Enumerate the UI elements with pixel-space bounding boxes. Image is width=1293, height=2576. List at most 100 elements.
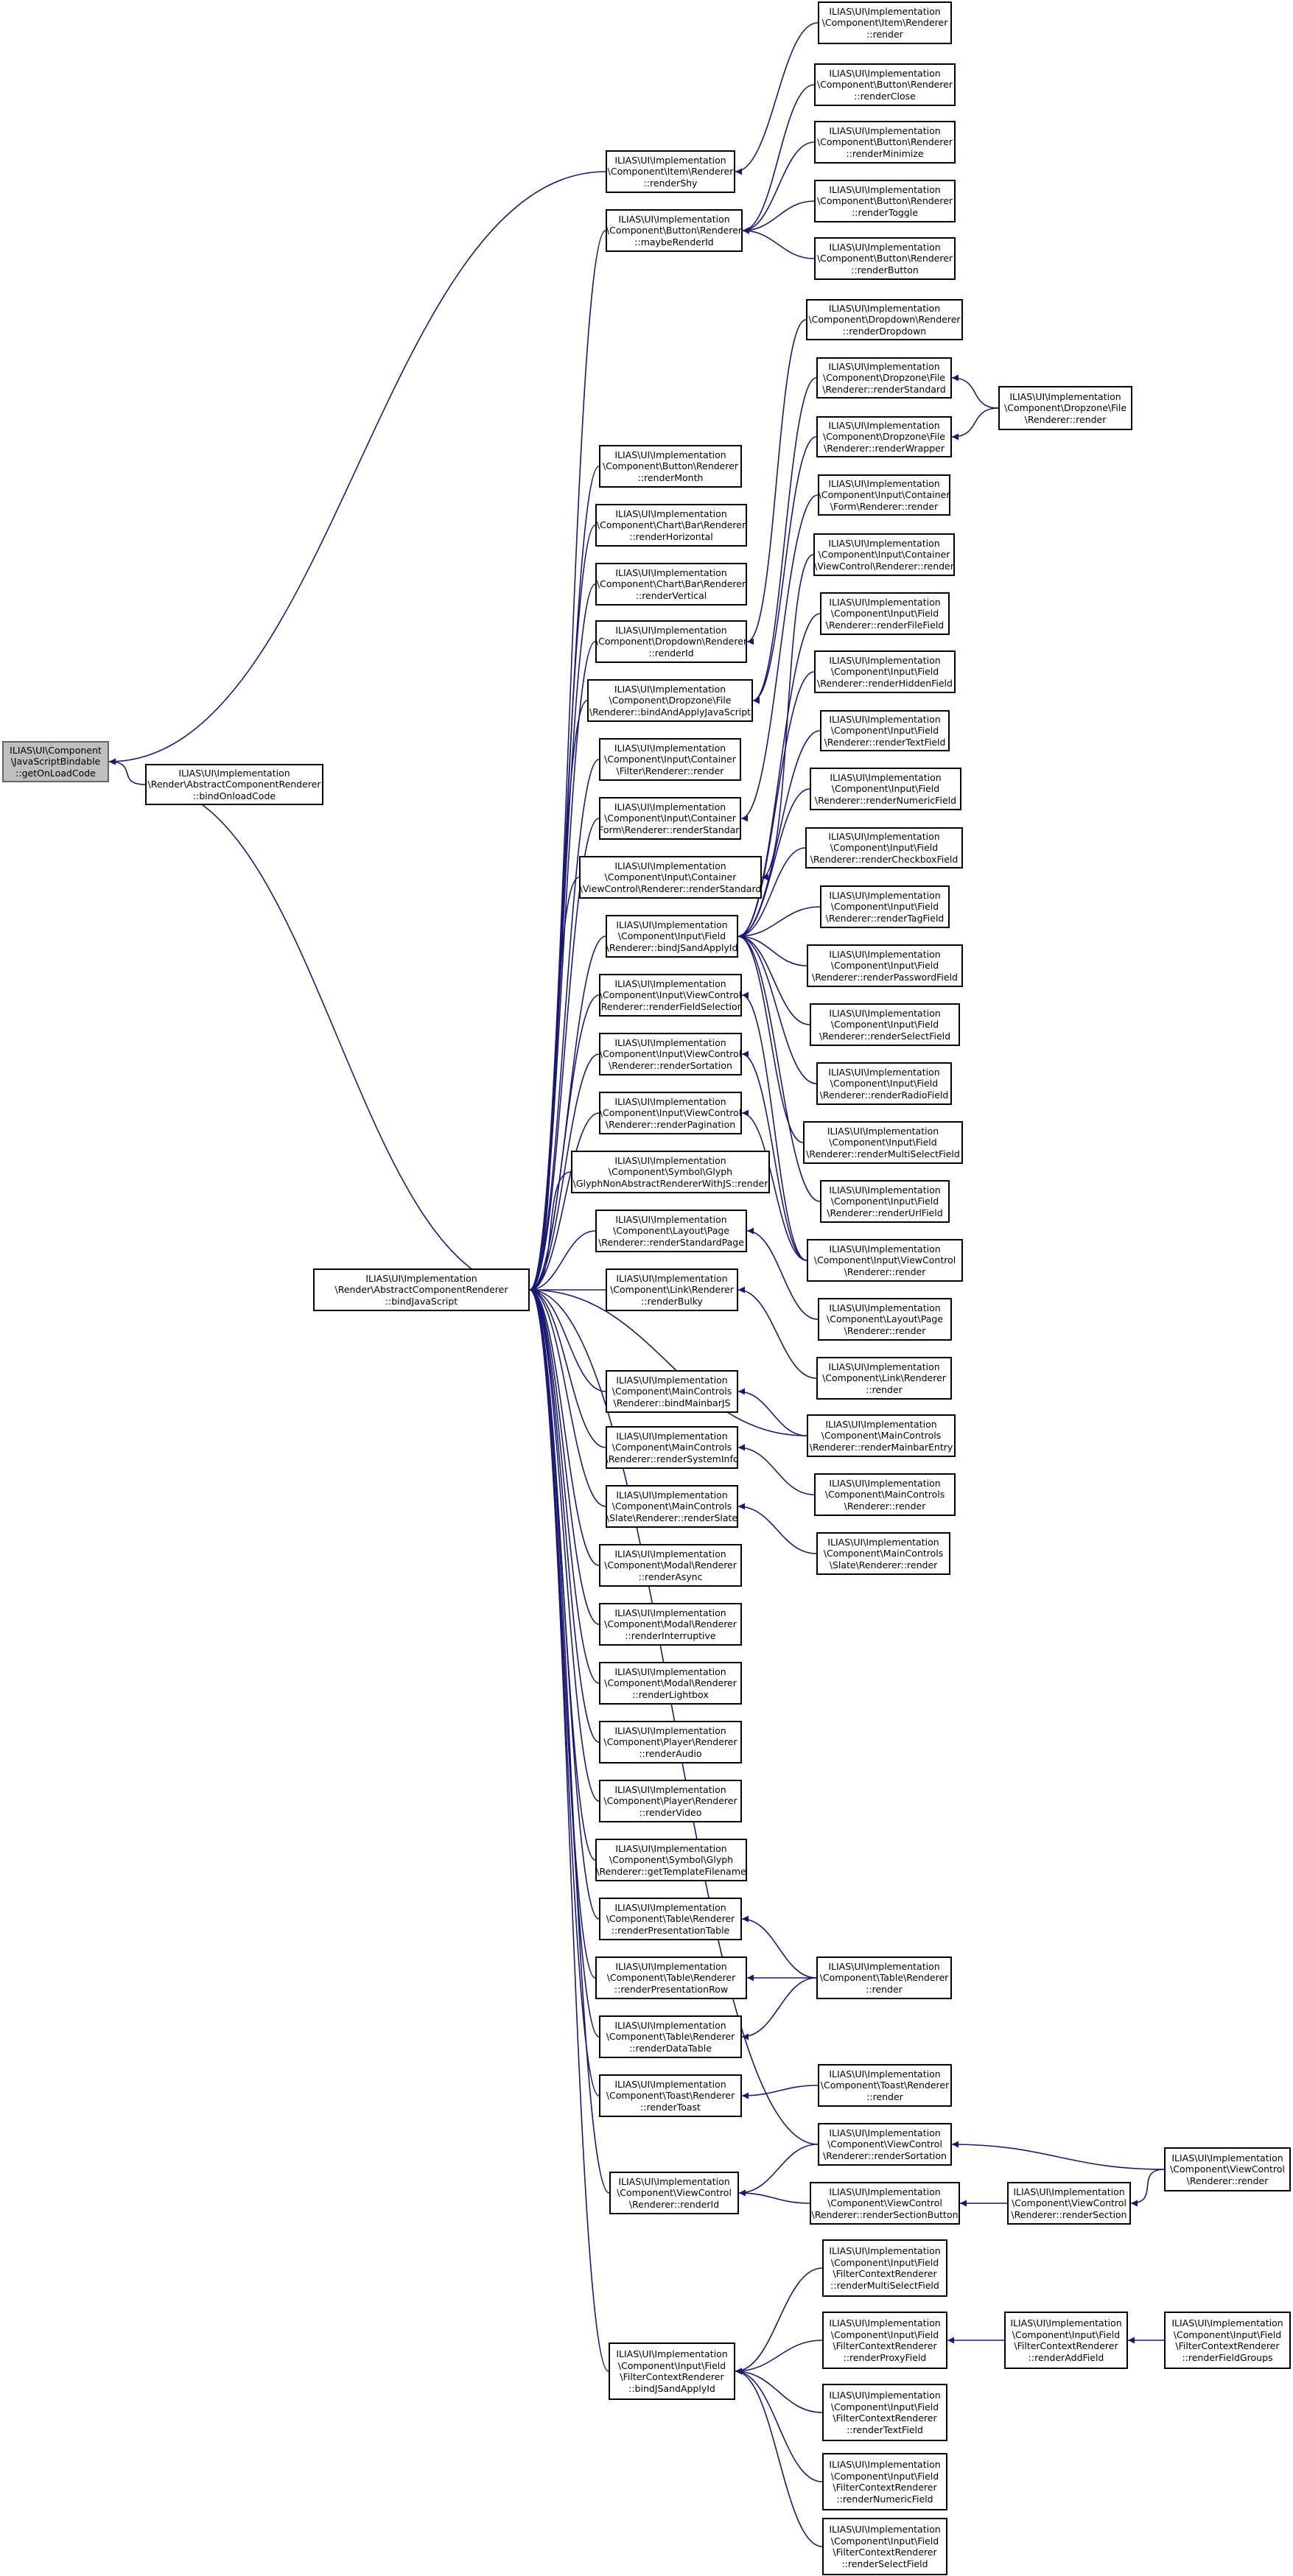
graph-node-n48[interactable]: ILIAS\UI\Implementation \Component\MainC… xyxy=(606,1370,738,1413)
graph-node-n49[interactable]: ILIAS\UI\Implementation \Component\MainC… xyxy=(606,1426,738,1469)
edge-n3-to-n2 xyxy=(735,22,819,175)
graph-node-n11[interactable]: ILIAS\UI\Implementation \Component\Dropz… xyxy=(998,386,1132,430)
graph-node-n74[interactable]: ILIAS\UI\Implementation \Component\Input… xyxy=(822,2453,947,2510)
graph-node-n60[interactable]: ILIAS\UI\Implementation \Component\Table… xyxy=(599,2015,742,2058)
graph-node-n30[interactable]: ILIAS\UI\Implementation \Component\MainC… xyxy=(814,1473,956,1516)
graph-node-n52[interactable]: ILIAS\UI\Implementation \Component\Modal… xyxy=(599,1603,742,1646)
edge-n38-to-n46 xyxy=(529,818,600,1294)
edge-n62-to-n61 xyxy=(741,2085,819,2099)
edge-n60-to-n46 xyxy=(529,1286,600,2038)
graph-node-n39[interactable]: ILIAS\UI\Implementation \Component\Input… xyxy=(579,856,762,899)
graph-node-n67[interactable]: ILIAS\UI\Implementation \Component\ViewC… xyxy=(1007,2182,1131,2225)
graph-node-n9[interactable]: ILIAS\UI\Implementation \Component\Dropd… xyxy=(806,299,963,340)
edge-n53-to-n46 xyxy=(529,1286,600,1684)
graph-node-n68[interactable]: ILIAS\UI\Implementation \Component\Input… xyxy=(822,2239,947,2297)
graph-node-n21[interactable]: ILIAS\UI\Implementation \Component\Input… xyxy=(807,944,963,987)
graph-node-n32[interactable]: ILIAS\UI\Implementation \Component\Butto… xyxy=(599,445,742,488)
graph-node-n2[interactable]: ILIAS\UI\Implementation \Component\Item\… xyxy=(606,150,735,193)
graph-node-n10[interactable]: ILIAS\UI\Implementation \Component\Dropz… xyxy=(816,357,952,399)
graph-node-n28[interactable]: ILIAS\UI\Implementation \Component\Link\… xyxy=(816,1357,952,1400)
graph-node-n12[interactable]: ILIAS\UI\Implementation \Component\Dropz… xyxy=(816,416,952,457)
graph-node-n69[interactable]: ILIAS\UI\Implementation \Component\Input… xyxy=(822,2312,947,2369)
edge-n55-to-n46 xyxy=(529,1286,600,1802)
graph-node-n8[interactable]: ILIAS\UI\Implementation \Component\Butto… xyxy=(814,237,956,280)
edge-n31-to-n50 xyxy=(737,1503,817,1554)
graph-node-n19[interactable]: ILIAS\UI\Implementation \Component\Input… xyxy=(805,827,963,868)
edge-n18-to-n40 xyxy=(737,788,810,940)
graph-node-n26[interactable]: ILIAS\UI\Implementation \Component\Input… xyxy=(807,1239,963,1282)
graph-node-n57[interactable]: ILIAS\UI\Implementation \Component\Table… xyxy=(599,1898,742,1940)
graph-node-n40[interactable]: ILIAS\UI\Implementation \Component\Input… xyxy=(606,915,738,958)
graph-node-n42[interactable]: ILIAS\UI\Implementation \Component\Input… xyxy=(599,1033,742,1075)
graph-node-n15[interactable]: ILIAS\UI\Implementation \Component\Input… xyxy=(820,592,950,635)
edge-n16-to-n40 xyxy=(737,671,815,940)
graph-node-n63[interactable]: ILIAS\UI\Implementation \Component\ViewC… xyxy=(818,2123,952,2166)
graph-node-n65[interactable]: ILIAS\UI\Implementation \Component\ViewC… xyxy=(609,2172,739,2214)
edge-n66-to-n65 xyxy=(738,2189,810,2204)
graph-node-n59[interactable]: ILIAS\UI\Implementation \Component\Table… xyxy=(816,1956,952,1999)
graph-node-n55[interactable]: ILIAS\UI\Implementation \Component\Playe… xyxy=(599,1780,742,1822)
graph-node-n61[interactable]: ILIAS\UI\Implementation \Component\Toast… xyxy=(599,2074,742,2117)
graph-node-n46[interactable]: ILIAS\UI\Implementation \Render\Abstract… xyxy=(313,1268,530,1311)
graph-node-n73[interactable]: ILIAS\UI\Implementation \Component\Input… xyxy=(822,2384,947,2441)
edge-n74-to-n72 xyxy=(735,2368,823,2482)
graph-node-n1[interactable]: ILIAS\UI\Implementation \Render\Abstract… xyxy=(145,764,323,805)
graph-node-n44[interactable]: ILIAS\UI\Implementation \Component\Symbo… xyxy=(571,1151,770,1193)
edge-n42-to-n46 xyxy=(529,1053,600,1294)
graph-node-n35[interactable]: ILIAS\UI\Implementation \Component\Dropd… xyxy=(595,620,747,663)
graph-node-n16[interactable]: ILIAS\UI\Implementation \Component\Input… xyxy=(814,650,956,693)
graph-node-n37[interactable]: ILIAS\UI\Implementation \Component\Input… xyxy=(599,738,741,781)
edge-n50-to-n46 xyxy=(529,1286,606,1507)
edge-n63-to-n65 xyxy=(738,2144,819,2197)
graph-node-n64[interactable]: ILIAS\UI\Implementation \Component\ViewC… xyxy=(1164,2147,1291,2191)
graph-node-n58[interactable]: ILIAS\UI\Implementation \Component\Table… xyxy=(595,1956,747,1999)
edge-n7-to-n4 xyxy=(742,200,815,234)
graph-node-n33[interactable]: ILIAS\UI\Implementation \Component\Chart… xyxy=(595,504,747,547)
graph-node-n20[interactable]: ILIAS\UI\Implementation \Component\Input… xyxy=(820,885,950,928)
graph-node-n34[interactable]: ILIAS\UI\Implementation \Component\Chart… xyxy=(595,563,747,606)
graph-node-n53[interactable]: ILIAS\UI\Implementation \Component\Modal… xyxy=(599,1662,742,1705)
edge-n49-to-n46 xyxy=(529,1286,606,1448)
graph-node-n17[interactable]: ILIAS\UI\Implementation \Component\Input… xyxy=(820,710,950,751)
graph-node-n4[interactable]: ILIAS\UI\Implementation \Component\Butto… xyxy=(606,209,743,252)
edge-n45-to-n46 xyxy=(529,1230,596,1294)
graph-node-n13[interactable]: ILIAS\UI\Implementation \Component\Input… xyxy=(818,474,950,516)
graph-node-n7[interactable]: ILIAS\UI\Implementation \Component\Butto… xyxy=(814,180,956,222)
graph-node-n18[interactable]: ILIAS\UI\Implementation \Component\Input… xyxy=(810,768,961,810)
graph-node-n31[interactable]: ILIAS\UI\Implementation \Component\MainC… xyxy=(816,1532,950,1575)
graph-node-n22[interactable]: ILIAS\UI\Implementation \Component\Input… xyxy=(810,1003,960,1046)
edge-n6-to-n4 xyxy=(742,141,815,234)
graph-node-n3[interactable]: ILIAS\UI\Implementation \Component\Item\… xyxy=(818,1,952,44)
graph-node-n29[interactable]: ILIAS\UI\Implementation \Component\MainC… xyxy=(807,1414,956,1457)
edge-n9-to-n35 xyxy=(746,319,807,645)
graph-node-n5[interactable]: ILIAS\UI\Implementation \Component\Butto… xyxy=(814,63,956,106)
edge-n13-to-n38 xyxy=(740,494,819,822)
graph-node-n66[interactable]: ILIAS\UI\Implementation \Component\ViewC… xyxy=(810,2182,960,2225)
graph-node-n43[interactable]: ILIAS\UI\Implementation \Component\Input… xyxy=(599,1092,742,1134)
graph-node-n38[interactable]: ILIAS\UI\Implementation \Component\Input… xyxy=(599,797,741,840)
graph-node-n75[interactable]: ILIAS\UI\Implementation \Component\Input… xyxy=(822,2518,947,2575)
graph-node-n14[interactable]: ILIAS\UI\Implementation \Component\Input… xyxy=(813,533,955,576)
graph-node-n51[interactable]: ILIAS\UI\Implementation \Component\Modal… xyxy=(599,1544,742,1587)
graph-node-n72[interactable]: ILIAS\UI\Implementation \Component\Input… xyxy=(609,2342,735,2400)
edge-n28-to-n47 xyxy=(737,1286,817,1379)
graph-node-n25[interactable]: ILIAS\UI\Implementation \Component\Input… xyxy=(820,1180,950,1223)
graph-node-n27[interactable]: ILIAS\UI\Implementation \Component\Layou… xyxy=(818,1298,952,1341)
graph-node-n56[interactable]: ILIAS\UI\Implementation \Component\Symbo… xyxy=(595,1839,747,1881)
edge-n25-to-n40 xyxy=(737,933,821,1202)
graph-node-n47[interactable]: ILIAS\UI\Implementation \Component\Link\… xyxy=(606,1268,738,1311)
graph-node-n71[interactable]: ILIAS\UI\Implementation \Component\Input… xyxy=(1164,2312,1291,2369)
graph-node-n24[interactable]: ILIAS\UI\Implementation \Component\Input… xyxy=(803,1121,963,1164)
graph-node-n54[interactable]: ILIAS\UI\Implementation \Component\Playe… xyxy=(599,1721,742,1763)
graph-node-n0[interactable]: ILIAS\UI\Component \JavaScriptBindable :… xyxy=(2,741,109,782)
edge-n64-to-n63 xyxy=(951,2141,1165,2170)
edge-n69-to-n72 xyxy=(735,2340,823,2375)
graph-node-n45[interactable]: ILIAS\UI\Implementation \Component\Layou… xyxy=(595,1210,747,1252)
graph-node-n36[interactable]: ILIAS\UI\Implementation \Component\Dropz… xyxy=(587,679,753,722)
graph-node-n70[interactable]: ILIAS\UI\Implementation \Component\Input… xyxy=(1004,2312,1128,2369)
graph-node-n41[interactable]: ILIAS\UI\Implementation \Component\Input… xyxy=(599,974,742,1017)
graph-node-n62[interactable]: ILIAS\UI\Implementation \Component\Toast… xyxy=(818,2064,952,2107)
graph-node-n23[interactable]: ILIAS\UI\Implementation \Component\Input… xyxy=(816,1062,952,1105)
graph-node-n6[interactable]: ILIAS\UI\Implementation \Component\Butto… xyxy=(814,121,956,164)
graph-node-n50[interactable]: ILIAS\UI\Implementation \Component\MainC… xyxy=(606,1485,738,1528)
